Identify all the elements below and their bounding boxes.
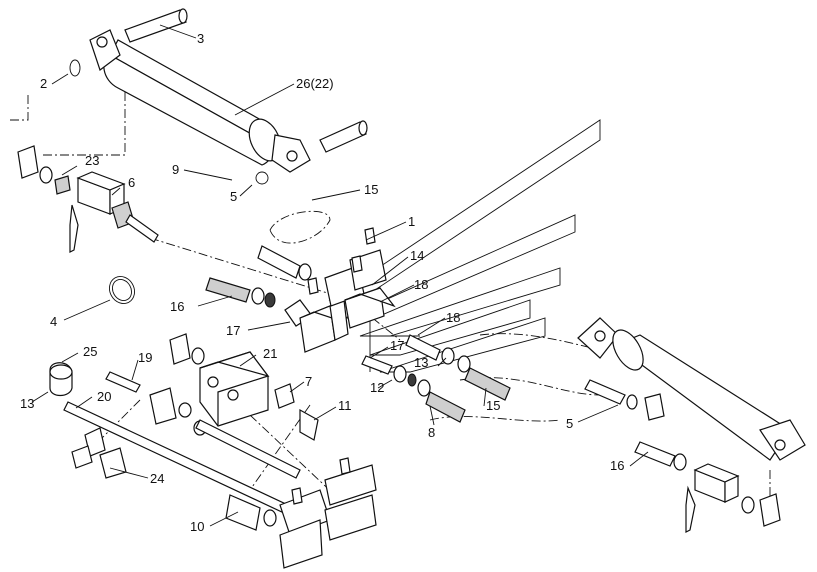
item-label-1: 1 (408, 214, 415, 229)
item-label-3: 3 (197, 31, 204, 46)
clamp-4 (109, 276, 135, 304)
valve-left (17, 145, 159, 253)
leader-lines (31, 24, 649, 527)
cylinder-top (69, 8, 368, 185)
item-label-17-right: 17 (390, 338, 404, 353)
item-label-13-center: 13 (414, 355, 428, 370)
item-label-14: 14 (410, 248, 424, 263)
item-label-13-left: 13 (20, 396, 34, 411)
hose-fittings-middle (205, 227, 396, 353)
item-label-8: 8 (428, 425, 435, 440)
item-label-20: 20 (97, 389, 111, 404)
item-label-17-left: 17 (226, 323, 240, 338)
item-label-10: 10 (190, 519, 204, 534)
fittings-center-right (361, 334, 511, 423)
item-label-5-right: 5 (566, 416, 573, 431)
item-label-15-right: 15 (486, 398, 500, 413)
item-label-18-right: 18 (446, 310, 460, 325)
item-label-19: 19 (138, 350, 152, 365)
item-label-6: 6 (128, 175, 135, 190)
item-label-15-top: 15 (364, 182, 378, 197)
item-label-4: 4 (50, 314, 57, 329)
item-label-9: 9 (172, 162, 179, 177)
cylinder-right (577, 317, 806, 533)
item-label-16-right: 16 (610, 458, 624, 473)
hydraulic-block-group (49, 333, 377, 569)
item-label-24: 24 (150, 471, 164, 486)
item-labels: 3 2 26(22) 23 6 9 5 15 1 14 18 16 17 4 2… (20, 31, 624, 534)
shading-arrows (328, 119, 601, 373)
item-label-7: 7 (305, 374, 312, 389)
item-label-16-left: 16 (170, 299, 184, 314)
item-label-5-top: 5 (230, 189, 237, 204)
item-label-21: 21 (263, 346, 277, 361)
item-label-12: 12 (370, 380, 384, 395)
item-label-2: 2 (40, 76, 47, 91)
item-label-18-top: 18 (414, 277, 428, 292)
item-label-23: 23 (85, 153, 99, 168)
item-label-11: 11 (338, 398, 352, 413)
item-label-25: 25 (83, 344, 97, 359)
item-label-26: 26(22) (296, 76, 334, 91)
